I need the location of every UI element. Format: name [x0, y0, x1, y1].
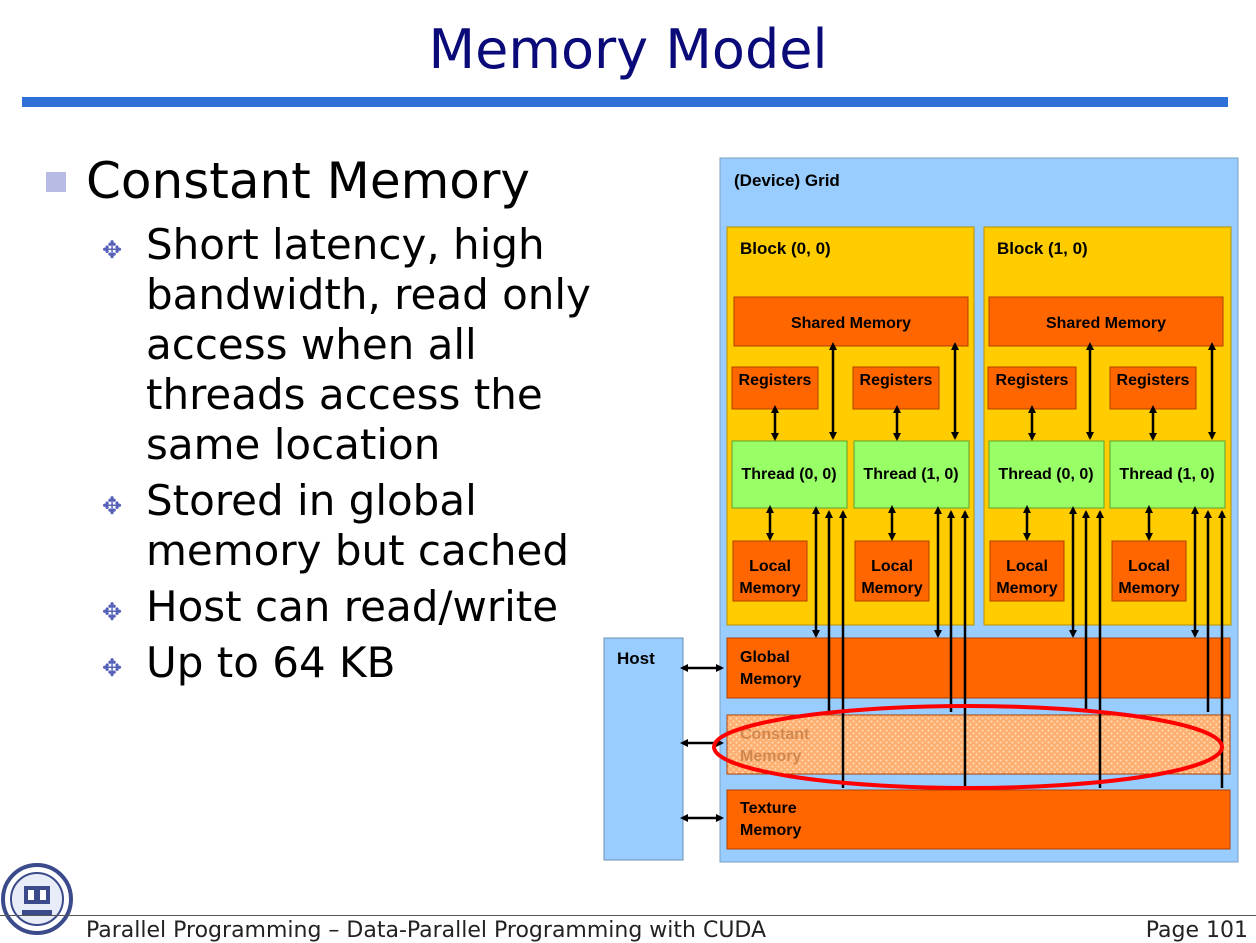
line: Host can read/write [146, 582, 559, 631]
grid-label: (Device) Grid [734, 171, 840, 190]
sub-bullet-size: ✥ Up to 64 KB [40, 638, 640, 688]
thread-1-0 [988, 440, 1105, 509]
line: bandwidth, read only [146, 270, 591, 319]
registers-1-1-label: Registers [1117, 372, 1190, 389]
local-label: Memory [861, 580, 922, 597]
sub-bullet-latency: ✥ Short latency, high bandwidth, read on… [40, 220, 640, 470]
shared-memory-0-label: Shared Memory [791, 315, 911, 332]
footer-page-number: Page 101 [1145, 918, 1248, 943]
registers-1-0-label: Registers [996, 372, 1069, 389]
local-memory-0-0 [732, 540, 808, 602]
registers-0-1-label: Registers [860, 372, 933, 389]
thread-1-1 [1109, 440, 1226, 509]
line: Stored in global [146, 476, 477, 525]
bullet-text: Constant Memory [86, 152, 531, 210]
local-label: Local [1006, 558, 1048, 575]
texture-memory-label: Texture [740, 800, 797, 817]
local-label: Memory [996, 580, 1057, 597]
thread-0-0 [731, 440, 848, 509]
texture-memory [726, 789, 1231, 850]
thread-1-0-label: Thread (0, 0) [998, 466, 1093, 483]
diamond-bullet-icon: ✥ [102, 492, 123, 520]
line: memory but cached [146, 526, 569, 575]
line: Up to 64 KB [146, 638, 396, 687]
shared-memory-1 [988, 296, 1224, 347]
block-1-label: Block (1, 0) [997, 239, 1088, 258]
constant-memory-label: Memory [740, 748, 801, 765]
local-label: Local [1128, 558, 1170, 575]
title-underline [22, 97, 1228, 107]
local-memory-1-1 [1111, 540, 1187, 602]
constant-memory [726, 714, 1231, 775]
sub-bullet-host: ✥ Host can read/write [40, 582, 640, 632]
thread-0-0-label: Thread (0, 0) [741, 466, 836, 483]
global-memory [726, 637, 1231, 699]
local-label: Local [871, 558, 913, 575]
thread-0-1 [853, 440, 970, 509]
line: same location [146, 420, 441, 469]
square-bullet-icon [46, 172, 66, 192]
texture-memory-label: Memory [740, 822, 801, 839]
university-logo-icon [1, 863, 73, 935]
diamond-bullet-icon: ✥ [102, 598, 123, 626]
local-label: Memory [1118, 580, 1179, 597]
footer-course-title: Parallel Programming – Data-Parallel Pro… [86, 918, 767, 943]
registers-0-1 [852, 366, 940, 410]
global-memory-label: Memory [740, 671, 801, 688]
registers-0-0 [731, 366, 819, 410]
host-label: Host [617, 649, 655, 668]
diamond-bullet-icon: ✥ [102, 654, 123, 682]
memory-arrows [766, 342, 1226, 788]
bullet-constant-memory: Constant Memory [40, 150, 640, 212]
page-title: Memory Model [428, 18, 828, 81]
local-memory-1-0 [989, 540, 1065, 602]
shared-memory-0 [733, 296, 969, 347]
local-label: Local [749, 558, 791, 575]
line: Short latency, high [146, 220, 545, 269]
line: access when all [146, 320, 477, 369]
registers-1-1 [1109, 366, 1197, 410]
bullet-list: Constant Memory ✥ Short latency, high ba… [40, 150, 640, 688]
constant-memory-highlight [712, 704, 1224, 790]
local-memory-0-1 [854, 540, 930, 602]
shared-memory-1-label: Shared Memory [1046, 315, 1166, 332]
diamond-bullet-icon: ✥ [102, 236, 123, 264]
constant-memory-label: Constant [740, 726, 810, 743]
local-label: Memory [739, 580, 800, 597]
thread-0-1-label: Thread (1, 0) [863, 466, 958, 483]
registers-0-0-label: Registers [739, 372, 812, 389]
line: threads access the [146, 370, 543, 419]
host-box [603, 637, 684, 861]
footer-divider [0, 915, 1256, 916]
sub-bullet-stored: ✥ Stored in global memory but cached [40, 476, 640, 576]
block-0-label: Block (0, 0) [740, 239, 831, 258]
global-memory-label: Global [740, 649, 790, 666]
thread-1-1-label: Thread (1, 0) [1119, 466, 1214, 483]
